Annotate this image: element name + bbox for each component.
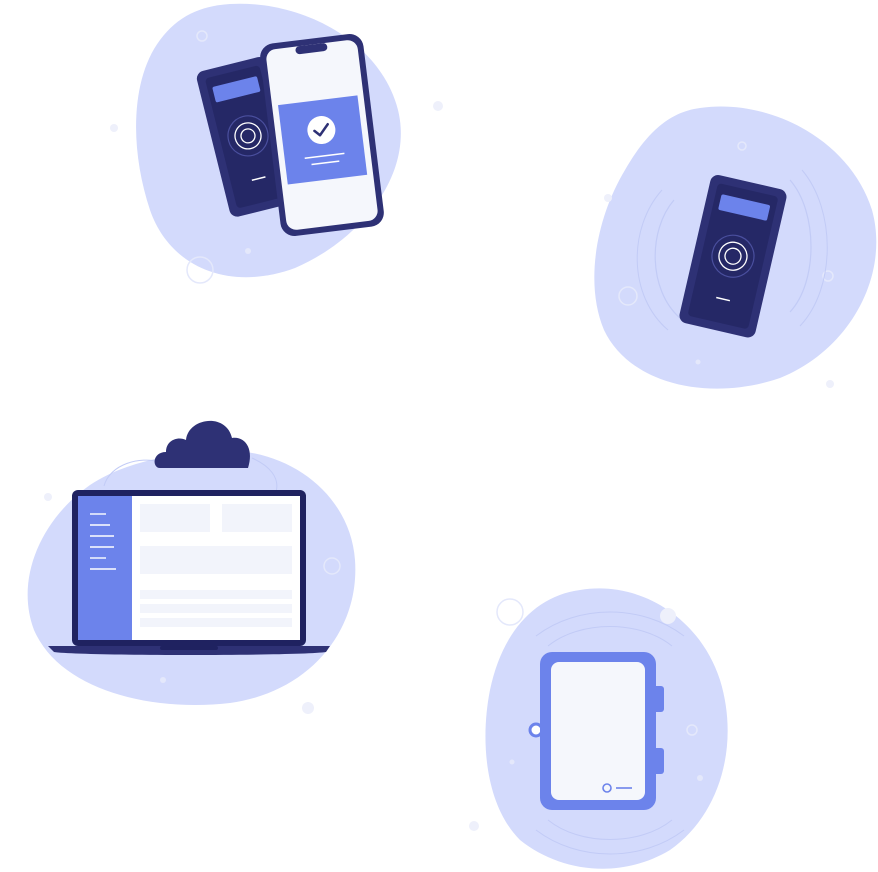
door-panel-icon (469, 588, 728, 869)
access-reader-icon (594, 106, 877, 389)
laptop-cloud-icon (27, 420, 356, 714)
front-phone (260, 33, 384, 237)
phones-verification-icon (110, 3, 443, 284)
access-reader-group (580, 90, 878, 400)
phones-verification-group (0, 0, 443, 300)
laptop-cloud-group (0, 400, 370, 720)
cloud-icon (154, 420, 251, 468)
card-reader (679, 174, 787, 338)
door-panel-group (460, 580, 760, 872)
laptop (48, 490, 330, 655)
